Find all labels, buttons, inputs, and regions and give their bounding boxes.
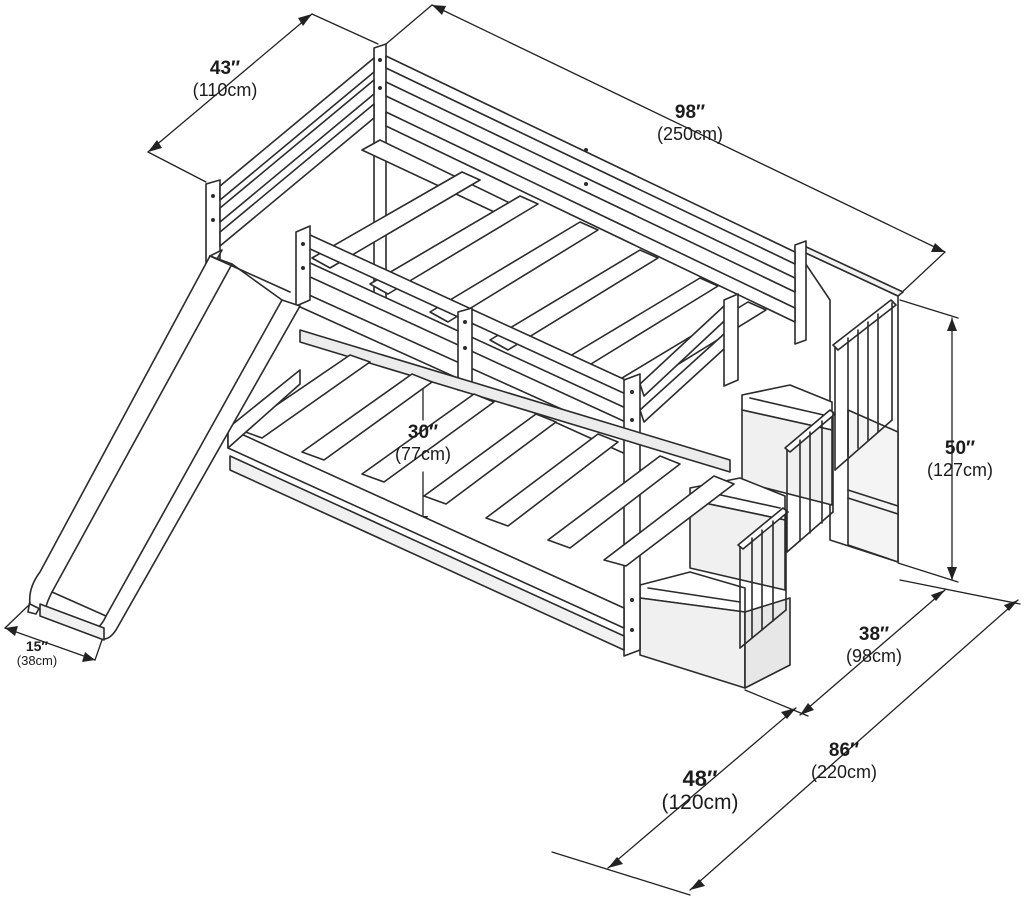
- staircase: [639, 243, 904, 689]
- total-depth-value: 48″: [682, 766, 718, 791]
- dimension-lines: [4, 4, 1021, 896]
- clearance-value: 30″: [407, 422, 439, 443]
- stair-depth-metric: (98cm): [845, 645, 902, 666]
- dimension-total-length: 86″ (220cm): [794, 740, 894, 783]
- dimension-width: 43″ (110cm): [180, 58, 270, 101]
- clearance-metric: (77cm): [394, 443, 451, 464]
- slide: [27, 249, 301, 641]
- bottom-bunk: [227, 329, 735, 651]
- length-metric: (250cm): [656, 123, 723, 144]
- width-metric: (110cm): [192, 79, 258, 100]
- total-length-value: 86″: [828, 740, 860, 761]
- height-metric: (127cm): [926, 459, 993, 480]
- dimension-total-depth: 48″ (120cm): [640, 766, 760, 815]
- total-length-metric: (220cm): [810, 761, 877, 782]
- stair-depth-value: 38″: [858, 624, 890, 645]
- dimension-stair-depth: 38″ (98cm): [826, 624, 922, 667]
- total-depth-metric: (120cm): [661, 791, 739, 815]
- dimension-clearance: 30″ (77cm): [378, 422, 468, 465]
- dimension-length: 98″ (250cm): [640, 102, 740, 145]
- slide-width-value: 15″: [25, 638, 49, 654]
- width-value: 43″: [209, 58, 241, 79]
- dimension-height: 50″ (127cm): [910, 438, 1010, 481]
- height-value: 50″: [944, 438, 976, 459]
- dimension-slide-width: 15″ (38cm): [0, 638, 74, 669]
- slide-width-metric: (38cm): [16, 653, 58, 669]
- length-value: 98″: [674, 102, 706, 123]
